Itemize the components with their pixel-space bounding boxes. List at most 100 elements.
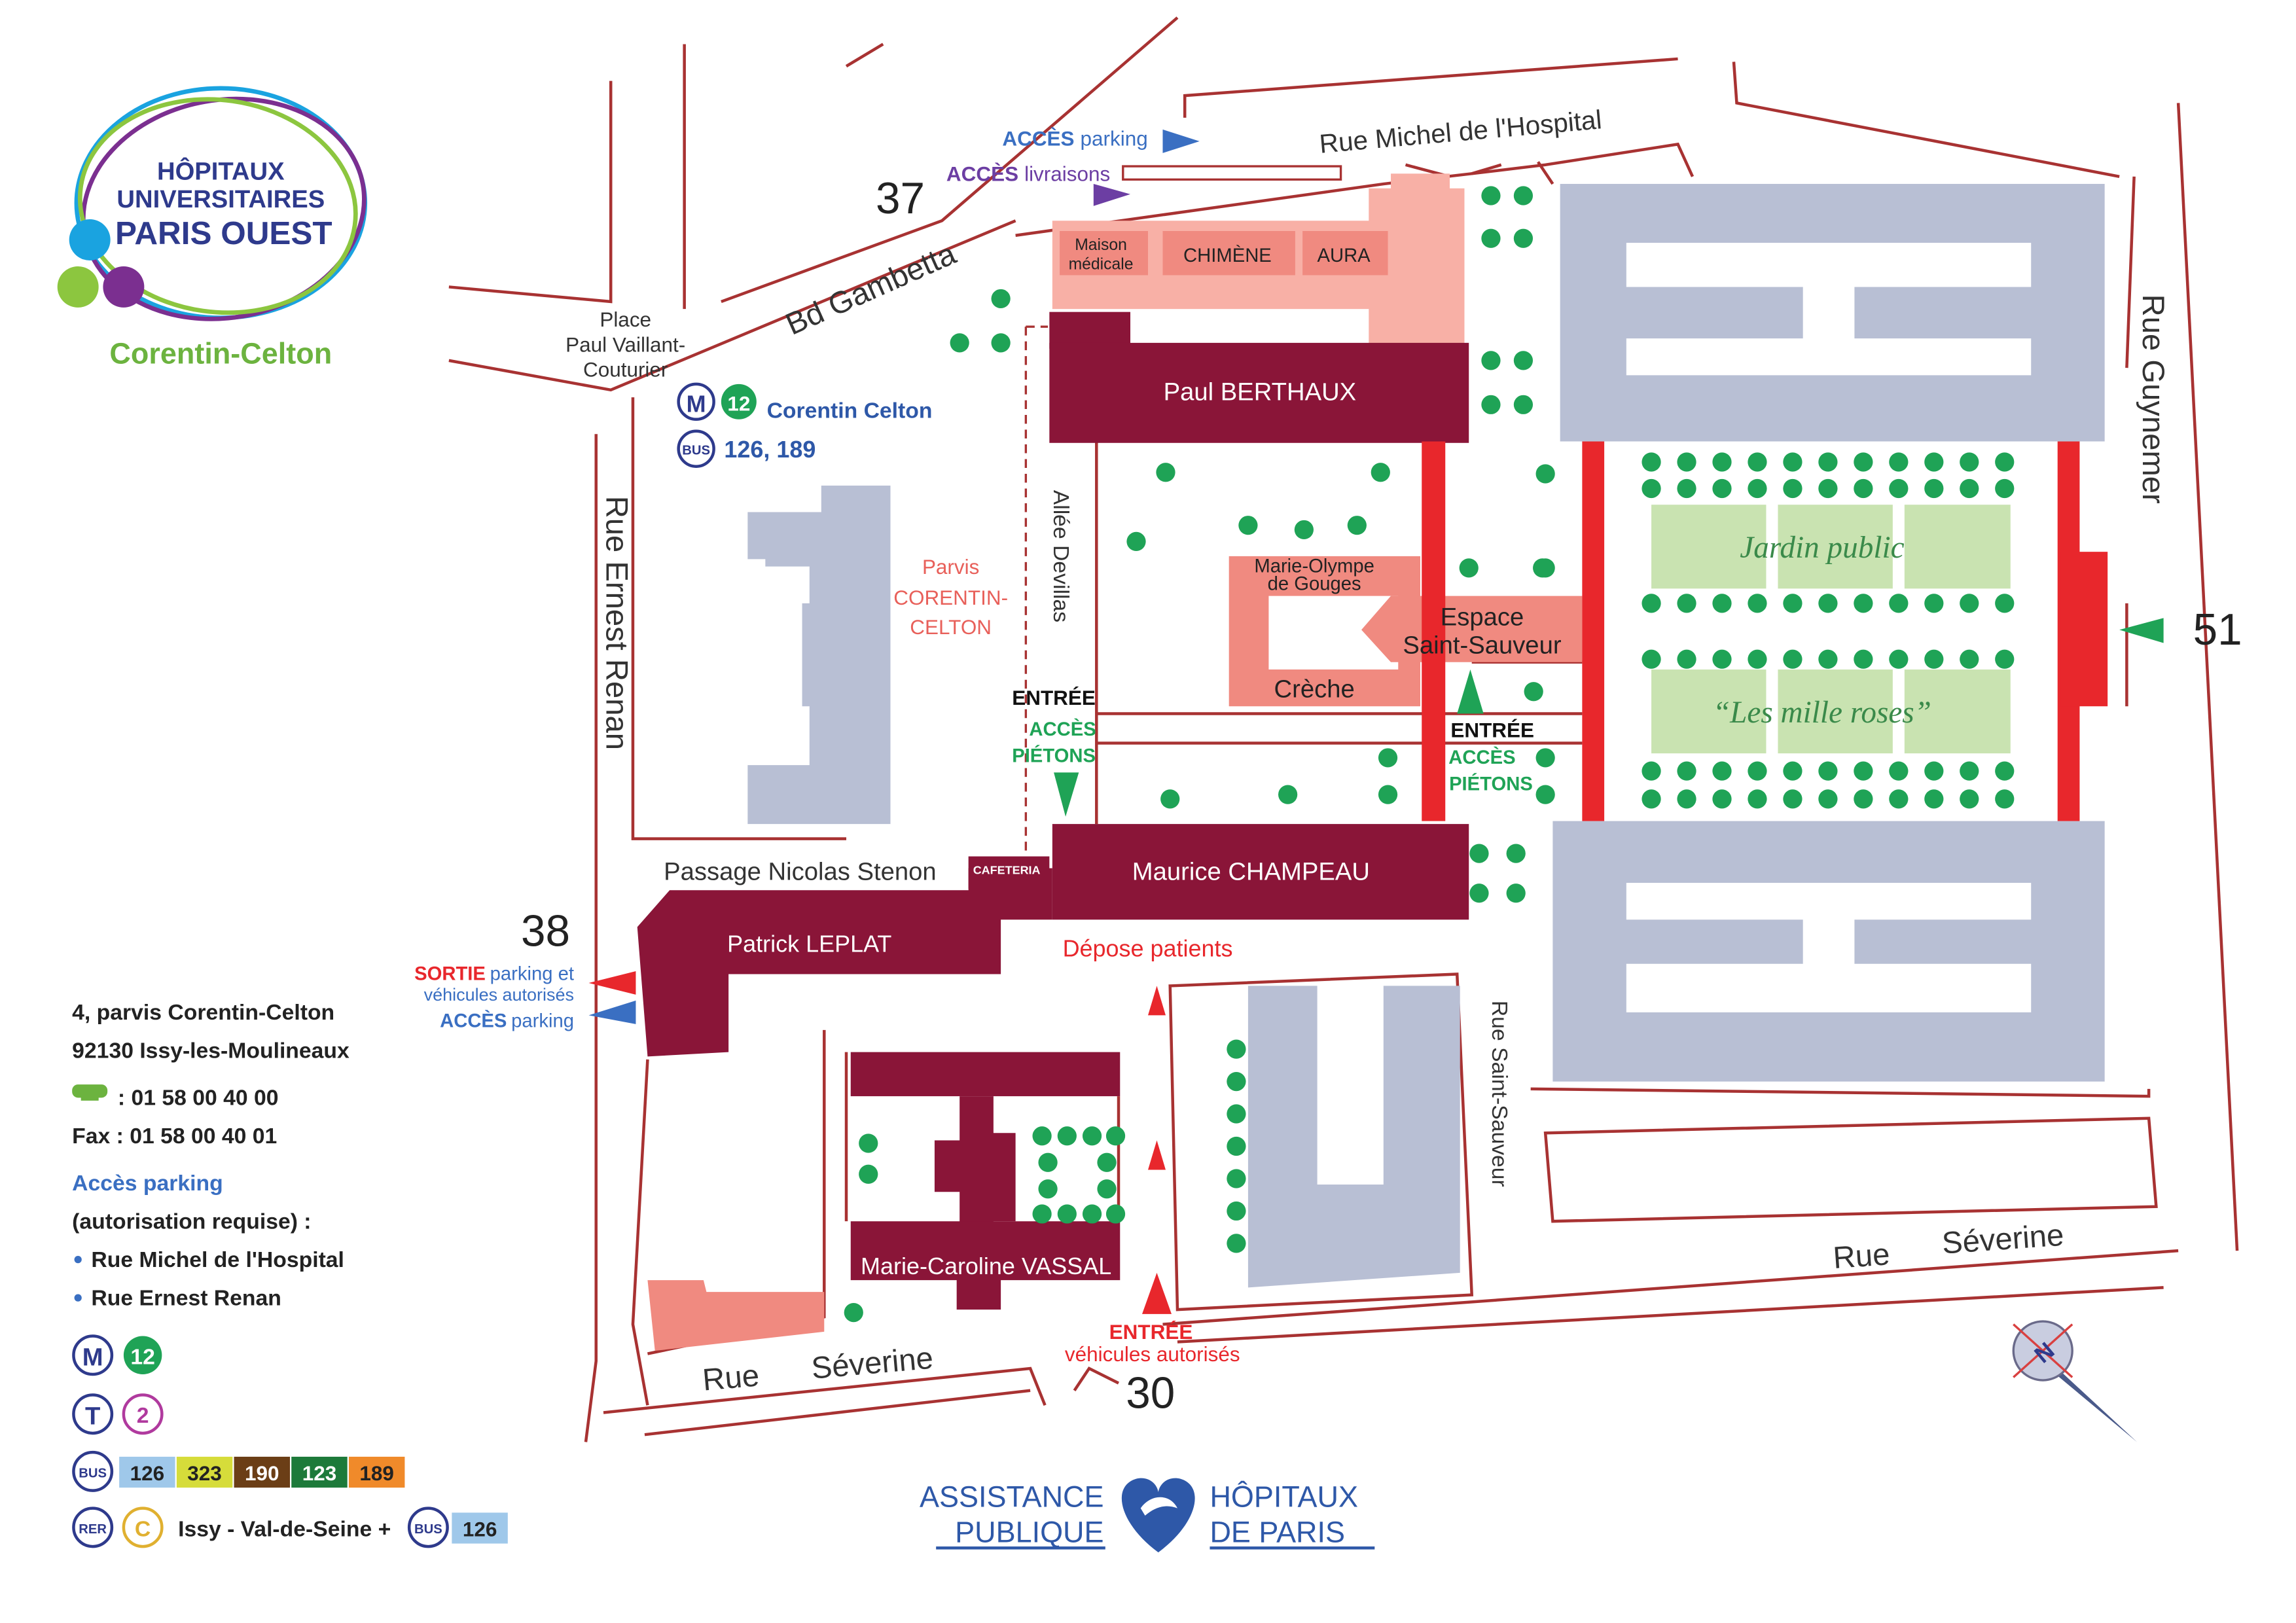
tree-icon xyxy=(1995,649,2015,669)
tree-icon xyxy=(1677,789,1696,809)
tree-icon xyxy=(1854,478,1873,499)
tree-icon xyxy=(1105,1126,1126,1146)
tree-icon xyxy=(1748,594,1767,613)
tree-icon xyxy=(1854,594,1873,613)
fax-number: Fax : 01 58 00 40 01 xyxy=(72,1124,277,1149)
street-severine-right-2: Séverine xyxy=(1941,1218,2065,1261)
tree-icon xyxy=(1227,1234,1246,1253)
label-espace-2: Saint-Sauveur xyxy=(1403,631,1561,659)
street-gambetta: Bd Gambetta xyxy=(781,236,961,342)
tree-icon xyxy=(1677,649,1696,669)
tree-icon xyxy=(1227,1136,1246,1156)
gardens xyxy=(1651,505,2011,754)
aphp-logo: ASSISTANCE PUBLIQUE HÔPITAUX DE PARIS xyxy=(920,1478,1375,1553)
street-michel-hospital: Rue Michel de l'Hospital xyxy=(1318,104,1603,159)
street-severine-left-1: Rue xyxy=(701,1358,761,1397)
tree-icon xyxy=(1818,649,1838,669)
tree-icon xyxy=(1748,789,1767,809)
tree-icon xyxy=(1712,452,1732,472)
tree-icon xyxy=(1748,452,1767,472)
tree-icon xyxy=(1513,228,1534,248)
tree-icon xyxy=(1889,761,1909,781)
tree-icon xyxy=(1294,520,1314,540)
tree-icon xyxy=(1378,748,1398,768)
label-marie-olympe-1: Marie-Olympe xyxy=(1254,556,1374,577)
tree-icon xyxy=(1889,478,1909,499)
phone-icon xyxy=(72,1084,108,1101)
parking-title: Accès parking xyxy=(72,1171,223,1196)
tree-icon xyxy=(1677,478,1696,499)
tree-icon xyxy=(1748,649,1767,669)
parking-item-1: Rue Michel de l'Hospital xyxy=(91,1247,344,1272)
tree-icon xyxy=(991,289,1011,309)
pietons-right-2: PIÉTONS xyxy=(1449,772,1533,794)
legend-metro-icon: M xyxy=(82,1344,103,1372)
parking-subtitle: (autorisation requise) : xyxy=(72,1209,311,1234)
info-block: 4, parvis Corentin-Celton 92130 Issy-les… xyxy=(72,1000,350,1310)
tree-icon xyxy=(1227,1169,1246,1188)
tree-icon xyxy=(1960,649,1979,669)
street-allee-devillas: Allée Devillas xyxy=(1049,490,1073,622)
tree-icon xyxy=(1995,789,2015,809)
tree-icon xyxy=(1641,789,1661,809)
tree-icon xyxy=(1227,1201,1246,1221)
legend-tram-icon: T xyxy=(85,1402,100,1430)
grey-buildings xyxy=(747,184,2105,1288)
tree-icon xyxy=(1889,594,1909,613)
tree-icon xyxy=(1995,594,2015,613)
red-strips xyxy=(1422,441,2108,821)
tree-icon xyxy=(1057,1204,1077,1224)
place-label-1: Place xyxy=(600,308,651,331)
legend-bus2-line: 126 xyxy=(463,1518,497,1541)
label-jardin: Jardin public xyxy=(1740,531,1904,565)
tree-icon xyxy=(1924,478,1944,499)
tree-icon xyxy=(1227,1039,1246,1059)
tree-icon xyxy=(1513,186,1534,205)
salmon-buildings xyxy=(647,173,1583,1351)
tree-icon xyxy=(1783,478,1803,499)
street-severine-right-1: Rue xyxy=(1832,1237,1891,1275)
legend-bus-323: 323 xyxy=(187,1462,222,1485)
aphp-left-2: PUBLIQUE xyxy=(955,1515,1103,1548)
address-line-1: 4, parvis Corentin-Celton xyxy=(72,1000,334,1025)
tree-icon xyxy=(1535,464,1555,484)
legend-bus-190: 190 xyxy=(245,1462,279,1485)
tree-icon xyxy=(1506,883,1526,903)
tree-icon xyxy=(1783,789,1803,809)
tree-icon xyxy=(1712,478,1732,499)
tree-icon xyxy=(1371,463,1390,482)
tree-icon xyxy=(1641,478,1661,499)
tree-icon xyxy=(1748,478,1767,499)
tree-icon xyxy=(1082,1204,1102,1224)
compass-icon: N xyxy=(2012,1320,2138,1442)
tree-icon xyxy=(1924,452,1944,472)
tree-icon xyxy=(1854,649,1873,669)
parking-item-2: Rue Ernest Renan xyxy=(91,1285,281,1310)
legend-bus-123: 123 xyxy=(302,1462,337,1485)
entree-left: ENTRÉE xyxy=(1012,687,1096,709)
label-vassal: Marie-Caroline VASSAL xyxy=(861,1253,1111,1279)
tree-icon xyxy=(1278,785,1298,804)
arrows xyxy=(588,129,2164,1314)
tree-icon xyxy=(1156,463,1175,482)
tree-icon xyxy=(1481,395,1501,414)
label-chimene: CHIMÈNE xyxy=(1183,245,1272,266)
number-37: 37 xyxy=(876,174,925,223)
tree-icon xyxy=(844,1302,863,1323)
street-saint-sauveur: Rue Saint-Sauveur xyxy=(1487,1001,1512,1187)
logo-site: Corentin-Celton xyxy=(109,336,332,370)
aphp-left-1: ASSISTANCE xyxy=(920,1480,1104,1513)
tree-icon xyxy=(1924,649,1944,669)
legend-bus-126: 126 xyxy=(130,1462,165,1485)
legend-rer-icon: RER xyxy=(79,1522,107,1537)
address-line-2: 92130 Issy-les-Moulineaux xyxy=(72,1039,350,1063)
tree-icon xyxy=(1459,558,1479,578)
tree-icon xyxy=(1378,785,1398,804)
label-berthaux: Paul BERTHAUX xyxy=(1164,378,1357,406)
label-roses: “Les mille roses” xyxy=(1713,696,1931,730)
tree-icon xyxy=(1818,452,1838,472)
tree-icon xyxy=(1677,761,1696,781)
